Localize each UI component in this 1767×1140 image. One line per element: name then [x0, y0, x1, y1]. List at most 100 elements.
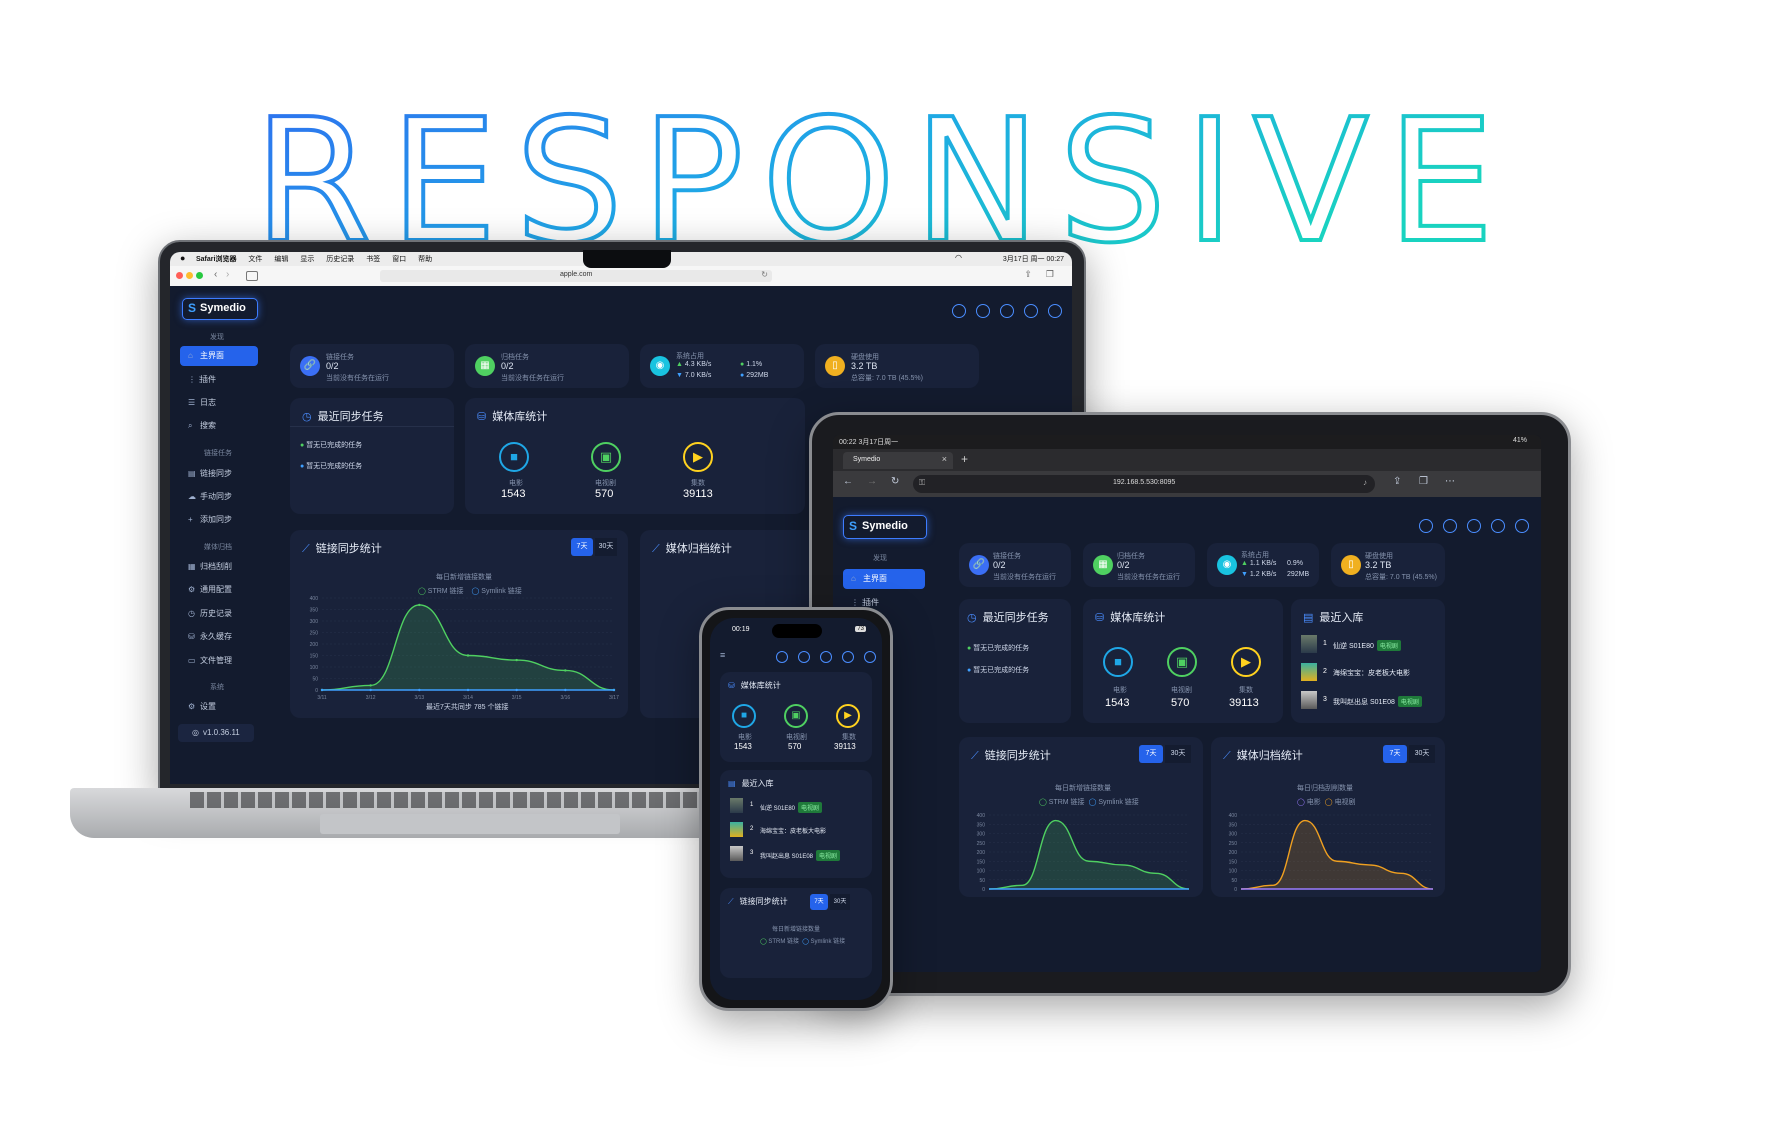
notification-icon[interactable] [798, 651, 810, 663]
nav-link-sync[interactable]: ▤链接同步 [180, 464, 258, 484]
range-7d-button[interactable]: 7天 [571, 538, 593, 556]
back-icon[interactable]: ‹ [214, 269, 218, 280]
settings-icon[interactable] [864, 651, 876, 663]
translate-icon[interactable] [1419, 519, 1433, 533]
nav-search[interactable]: ⌕搜索 [180, 416, 258, 436]
screen-icon[interactable] [1467, 519, 1481, 533]
y-tick-label: 0 [1234, 887, 1237, 893]
folder-icon: ▭ [188, 656, 196, 665]
nav-file-manager[interactable]: ▭文件管理 [180, 651, 258, 671]
nav-home[interactable]: ⌂主界面 [180, 346, 258, 366]
version-badge[interactable]: ◎v1.0.36.11 [178, 724, 254, 742]
menu-view[interactable]: 显示 [300, 256, 315, 263]
close-tab-icon[interactable]: × [941, 454, 947, 464]
archive-icon: ▦ [475, 356, 495, 376]
y-tick-label: 300 [310, 619, 319, 625]
settings-icon[interactable] [1515, 519, 1529, 533]
nav-manual-sync[interactable]: ☁手动同步 [180, 487, 258, 507]
forward-icon[interactable]: → [867, 476, 877, 487]
nav-home[interactable]: ⌂主界面 [843, 569, 925, 589]
nav-cache[interactable]: ⛁永久缓存 [180, 627, 258, 647]
window-close-button[interactable] [176, 272, 183, 279]
recent-added-item[interactable]: 2 海绵宝宝：皮老板大电影 [1301, 663, 1441, 683]
settings-icon[interactable] [1048, 304, 1062, 318]
forward-icon[interactable]: › [226, 269, 230, 280]
brand-logo[interactable]: S Symedio [182, 298, 258, 320]
sidebar-toggle-icon[interactable] [246, 271, 258, 281]
notification-icon[interactable] [976, 304, 990, 318]
chart-subtitle: 每日新增链接数量 [436, 574, 492, 581]
legend-symlink[interactable]: ◯ [471, 588, 482, 595]
menu-history[interactable]: 历史记录 [326, 256, 355, 263]
nav-plugins[interactable]: ⋮⋮插件 [180, 370, 258, 390]
chart-icon: ⟋ [971, 750, 979, 762]
y-tick-label: 400 [1229, 813, 1238, 819]
window-minimize-button[interactable] [186, 272, 193, 279]
nav-settings[interactable]: ⚙设置 [180, 697, 258, 717]
reload-icon[interactable]: ↻ [761, 270, 768, 279]
cloud-icon: ☁ [188, 492, 196, 501]
more-icon[interactable]: ⋯ [1445, 476, 1455, 487]
legend-strm[interactable]: ◯ [418, 588, 428, 595]
reload-icon[interactable]: ↻ [891, 476, 900, 487]
logo-icon: S [188, 301, 197, 315]
screen-icon[interactable] [820, 651, 832, 663]
cpu-icon: ● [740, 361, 747, 368]
translate-icon[interactable] [776, 651, 788, 663]
range-7d-button[interactable]: 7天 [1383, 745, 1407, 763]
new-tab-icon[interactable]: + [961, 452, 969, 466]
theme-icon[interactable] [1024, 304, 1038, 318]
menu-safari[interactable]: Safari浏览器 [196, 256, 237, 263]
notification-icon[interactable] [1443, 519, 1457, 533]
menu-help[interactable]: 帮助 [418, 256, 433, 263]
nav-add-sync[interactable]: +添加同步 [180, 510, 258, 530]
menu-icon[interactable]: ≡ [720, 650, 726, 660]
menu-edit[interactable]: 编辑 [274, 256, 289, 263]
nav-history[interactable]: ◷历史记录 [180, 604, 258, 624]
range-7d-button[interactable]: 7天 [1139, 745, 1163, 763]
menu-window[interactable]: 窗口 [392, 256, 407, 263]
address-bar[interactable]: apple.com ↻ [380, 270, 772, 282]
link-chart-title: ⟋链接同步统计 [302, 543, 382, 555]
stat-link-tasks: 🔗 链接任务 0/2 当前没有任务在运行 [290, 344, 454, 388]
range-30d-button[interactable]: 30天 [1165, 745, 1191, 763]
recent-added-item[interactable]: 2 海绵宝宝：皮老板大电影 [730, 822, 870, 840]
share-icon[interactable]: ⇪ [1393, 476, 1402, 487]
tabs-icon[interactable]: ❐ [1045, 269, 1054, 279]
translate-icon[interactable] [952, 304, 966, 318]
screen-icon[interactable] [1000, 304, 1014, 318]
brand-logo[interactable]: S Symedio [843, 515, 927, 539]
tv-icon: ▣ [784, 704, 808, 728]
apple-icon[interactable]: ● [180, 253, 186, 263]
nav-general-config[interactable]: ⚙通用配置 [180, 580, 258, 600]
data-point [564, 669, 567, 672]
tablet-url-field[interactable]: ⚿ 192.168.5.530:8095 ♪ [913, 475, 1375, 493]
range-30d-button[interactable]: 30天 [595, 538, 617, 556]
trend-icon: ⟋ [1223, 750, 1231, 762]
browser-tab[interactable]: Symedio × [843, 452, 953, 469]
poster-thumb [730, 846, 743, 861]
disk-icon: ▯ [1341, 555, 1361, 575]
range-7d-button[interactable]: 7天 [810, 894, 828, 910]
tablet-status-bar: 00:22 3月17日周一 41% [833, 435, 1541, 449]
range-30d-button[interactable]: 30天 [1409, 745, 1435, 763]
menu-file[interactable]: 文件 [248, 256, 263, 263]
nav-archive-scrape[interactable]: ▦归档刮削 [180, 557, 258, 577]
tabs-icon[interactable]: ❐ [1419, 476, 1428, 487]
window-zoom-button[interactable] [196, 272, 203, 279]
nav-logs[interactable]: ☰日志 [180, 393, 258, 413]
back-icon[interactable]: ← [843, 476, 853, 487]
menu-bookmarks[interactable]: 书签 [366, 256, 381, 263]
theme-icon[interactable] [842, 651, 854, 663]
library-stats-panel: ⛁媒体库统计 ■ 电影 1543 ▣ 电视剧 570 ▶ 集数 39113 [720, 672, 872, 762]
range-30d-button[interactable]: 30天 [830, 894, 850, 910]
mic-icon[interactable]: ♪ [1363, 478, 1367, 487]
nav-plugins[interactable]: ⋮⋮插件 [843, 593, 921, 613]
share-icon[interactable]: ⇪ [1024, 269, 1032, 279]
poster-thumb [730, 822, 743, 837]
theme-icon[interactable] [1491, 519, 1505, 533]
